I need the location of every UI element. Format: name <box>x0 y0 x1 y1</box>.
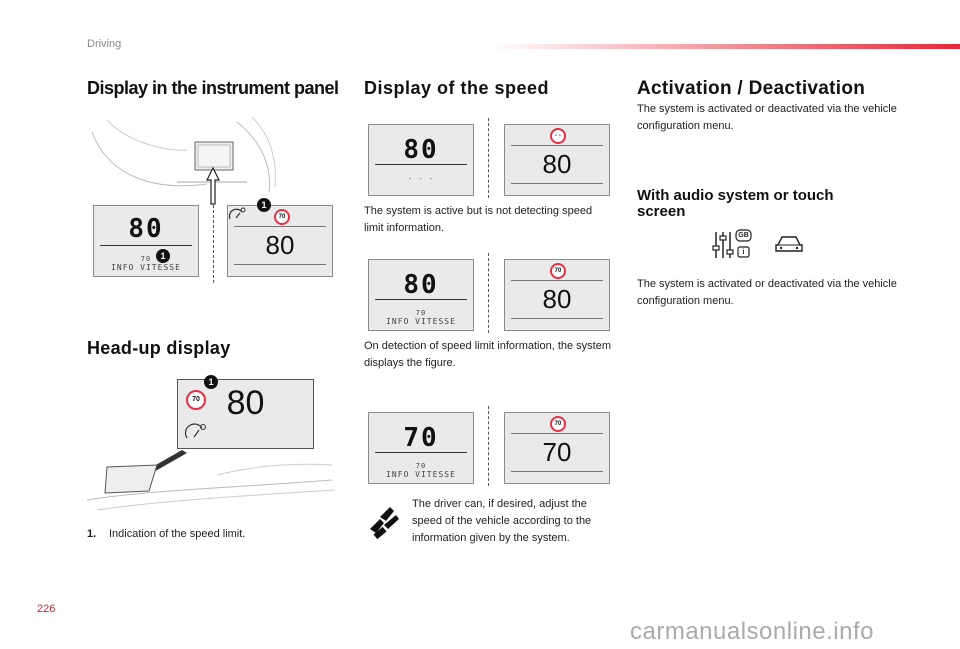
audio-system-subtitle: With audio system or touch screen <box>637 187 834 220</box>
row1-left-speed: 80 <box>403 135 439 165</box>
cluster-info-label: INFO VITESSE <box>111 263 181 272</box>
arrow-up-icon <box>206 166 220 205</box>
divider <box>234 264 326 265</box>
settings-sliders-icon <box>712 229 752 258</box>
windscreen-sketch <box>87 450 336 511</box>
section-label: Driving <box>87 38 122 50</box>
row2-right-speed: 80 <box>542 284 572 314</box>
divider <box>375 299 467 300</box>
callout-marker: 1 <box>204 375 218 389</box>
speed-limiter-icon <box>185 423 206 439</box>
language-badge: GB <box>738 232 749 239</box>
display-left-row3: 70 70 INFO VITESSE <box>368 412 474 484</box>
row2-left-limit: 70 <box>415 309 427 317</box>
divider <box>234 226 326 227</box>
activation-title: Activation / Deactivation <box>637 78 866 99</box>
watermark: carmanualsonline.info <box>630 618 874 645</box>
car-icon <box>775 236 803 252</box>
legend-number: 1. <box>87 528 97 540</box>
display-right-row3: 70 70 <box>504 412 610 484</box>
callout-marker: 1 <box>156 249 170 263</box>
row1-description: The system is active but is not detectin… <box>364 205 593 234</box>
header-accent-bar <box>490 44 960 49</box>
dashboard-sketch <box>91 116 276 193</box>
cluster-right-speed: 80 <box>265 230 295 260</box>
row2-description: On detection of speed limit information,… <box>364 340 612 369</box>
divider <box>511 145 603 146</box>
hud-title: Head-up display <box>87 338 231 358</box>
activation-text-2: The system is activated or deactivated v… <box>637 278 897 307</box>
separator <box>488 118 489 198</box>
instrument-panel-title: Display in the instrument panel <box>87 78 339 98</box>
separator <box>213 205 214 283</box>
hud-display: 70 80 <box>177 379 314 449</box>
row1-right-speed: 80 <box>542 149 572 179</box>
activation-text: The system is activated or deactivated v… <box>637 103 897 132</box>
cluster-display-right: 70 80 <box>227 205 333 277</box>
separator <box>488 253 489 333</box>
cluster-speed: 80 <box>128 214 164 244</box>
divider <box>511 318 603 319</box>
divider <box>511 433 603 434</box>
row1-left-sub: - - - <box>407 175 435 183</box>
cluster-display-left: 80 70 INFO VITESSE <box>93 205 199 277</box>
divider <box>511 471 603 472</box>
display-right-row1: - - 80 <box>504 124 610 196</box>
hud-speed: 80 <box>226 384 265 422</box>
row3-left-limit: 70 <box>415 462 427 470</box>
page-number: 226 <box>37 603 56 615</box>
cluster-limit: 70 <box>140 255 152 263</box>
divider <box>375 452 467 453</box>
driver-note: The driver can, if desired, adjust the s… <box>412 498 592 544</box>
divider <box>511 183 603 184</box>
divider <box>100 245 192 246</box>
speed-limiter-icon <box>228 207 246 220</box>
info-badge: i <box>742 249 745 256</box>
separator <box>488 406 489 486</box>
speed-limit-sign: 70 <box>550 416 566 432</box>
hud-speed-limit-sign: 70 <box>186 390 206 410</box>
row2-left-speed: 80 <box>403 270 439 300</box>
row3-left-info: INFO VITESSE <box>386 470 456 479</box>
divider <box>511 280 603 281</box>
row3-left-speed: 70 <box>403 423 439 453</box>
speed-display-title: Display of the speed <box>364 78 550 98</box>
speed-limit-sign: 70 <box>274 209 290 225</box>
row2-left-info: INFO VITESSE <box>386 317 456 326</box>
divider <box>375 164 467 165</box>
speed-limit-sign: - - <box>550 128 566 144</box>
display-left-row1: 80 - - - <box>368 124 474 196</box>
speed-limit-sign: 70 <box>550 263 566 279</box>
row3-right-speed: 70 <box>542 437 572 467</box>
callout-marker: 1 <box>257 198 271 212</box>
display-left-row2: 80 70 INFO VITESSE <box>368 259 474 331</box>
legend-text: Indication of the speed limit. <box>109 528 246 540</box>
hand-icon <box>370 507 399 539</box>
display-right-row2: 70 80 <box>504 259 610 331</box>
